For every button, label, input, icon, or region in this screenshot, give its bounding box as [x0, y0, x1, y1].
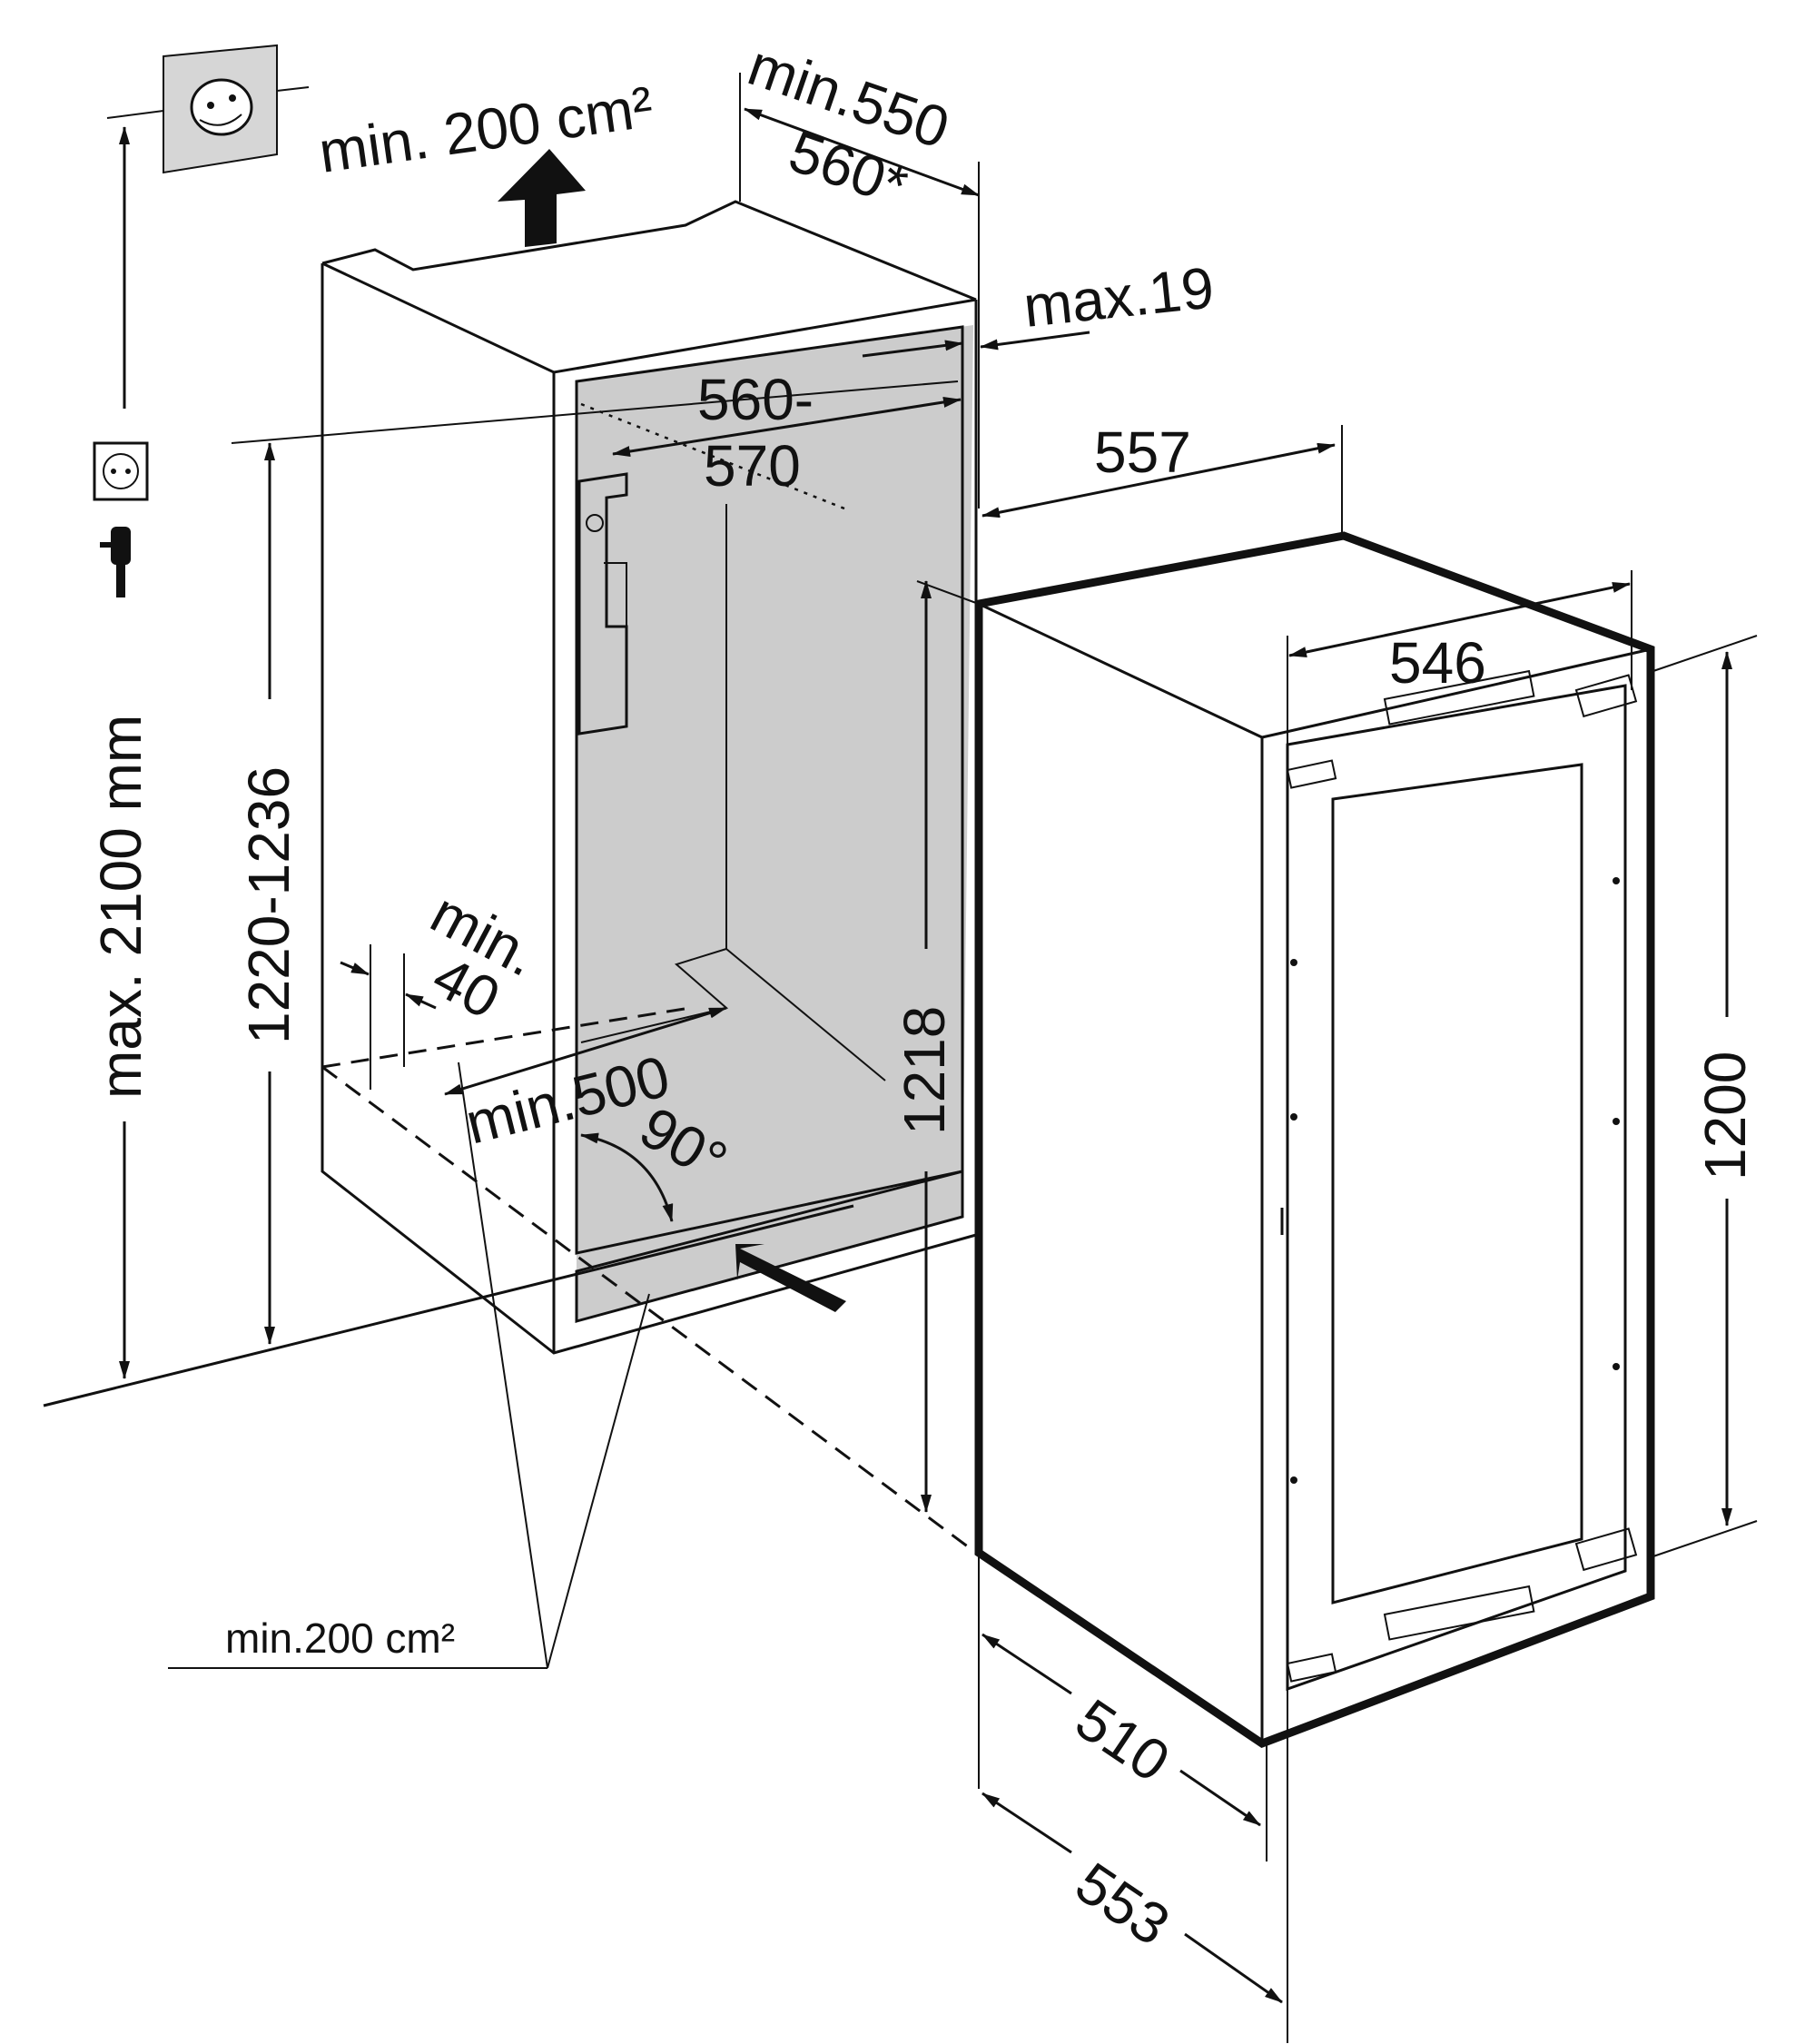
niche-carcass	[321, 200, 978, 1355]
airflow-arrow-icon	[735, 1244, 846, 1312]
inner-height-label: 1218	[892, 1006, 957, 1135]
appliance-depth-dimension	[978, 1553, 1288, 2043]
max-thickness-label: max.19	[1021, 254, 1217, 340]
angle-indicator	[580, 1132, 674, 1222]
niche-width-dimension	[231, 380, 962, 457]
vent-bottom-area-label: min.200 cm²	[225, 1614, 455, 1662]
total-depth-label: 553	[1064, 1850, 1181, 1958]
hinge-bracket	[577, 472, 628, 736]
niche-width-label-b: 570	[704, 433, 801, 499]
niche-width-label-a: 560-	[697, 367, 814, 432]
appliance	[974, 531, 1655, 1749]
plug-icon	[100, 527, 131, 597]
airflow-arrow-icon	[498, 149, 586, 247]
appliance-height-dimension	[1650, 635, 1758, 1558]
plinth-depth-dimension	[444, 1006, 727, 1096]
appliance-height-label: 1200	[1692, 1052, 1758, 1180]
gap-dimension	[340, 944, 437, 1090]
door-width-dimension	[1287, 570, 1632, 745]
socket-icon	[93, 441, 149, 501]
wall-socket-icon	[106, 44, 310, 174]
niche-depth-dimension	[739, 73, 980, 509]
body-depth-label: 510	[1064, 1686, 1181, 1794]
vent-top-area-label: min. 200 cm²	[315, 74, 656, 185]
max-thickness-dimension	[862, 331, 1090, 358]
max-height-label: max. 2100 mm	[88, 715, 153, 1099]
inner-height-dimension	[916, 580, 977, 1513]
vent-bottom-leader	[168, 1061, 650, 1669]
niche-height-label: 1220-1236	[236, 766, 301, 1044]
appliance-width-label: 557	[1094, 420, 1191, 485]
door-width-label: 546	[1389, 630, 1486, 696]
appliance-width-dimension	[981, 425, 1343, 536]
